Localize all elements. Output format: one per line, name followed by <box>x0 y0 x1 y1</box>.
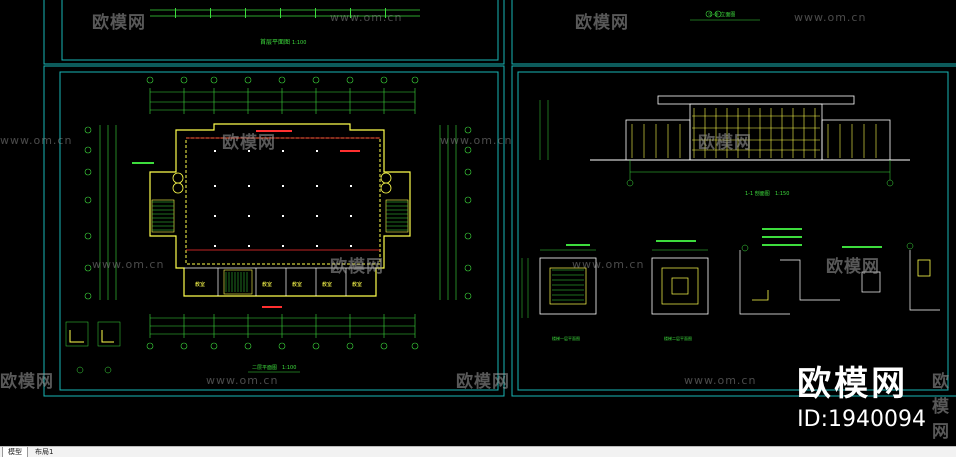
tab-layout1[interactable]: 布局1 <box>35 448 54 456</box>
floor-plan: 教室 教室 教室 教室 教室 二层平面图 1:100 <box>65 76 472 374</box>
room-label: 教室 <box>322 281 332 288</box>
elevation-title: 1-1 剖面图 <box>745 190 770 197</box>
svg-text:1:100: 1:100 <box>282 365 296 371</box>
room-label: 教室 <box>352 281 362 288</box>
cad-model-space[interactable]: 首层平面图 1:100 ①-⑨ 立面图 <box>0 0 956 446</box>
svg-text:1:150: 1:150 <box>775 191 789 197</box>
sheet-frame-plan <box>43 65 505 397</box>
room-label: 教室 <box>292 281 302 288</box>
sheet-frame-details <box>511 65 956 397</box>
sheet-frame-top-right <box>511 0 956 65</box>
svg-text:1:100: 1:100 <box>292 40 306 46</box>
model-id: ID:1940094 <box>797 407 926 432</box>
elevation: 1-1 剖面图 1:150 <box>539 95 910 197</box>
sheet-frames <box>43 0 956 397</box>
plan-title: 二层平面图 <box>252 365 277 371</box>
top-left-title: 首层平面图 <box>260 38 290 46</box>
layout-tab-bar: 模型 布局1 <box>0 446 956 457</box>
brand-name: 欧模网 <box>797 364 909 404</box>
stair-b-title: 楼梯二层平面图 <box>664 335 692 341</box>
brand-badge: 欧模网 ID:1940094 <box>797 356 926 432</box>
room-label: 教室 <box>195 281 205 288</box>
stair-a-title: 楼梯一层平面图 <box>552 335 580 341</box>
tab-model[interactable]: 模型 <box>2 447 28 457</box>
room-label: 教室 <box>262 281 272 288</box>
stair-details: 楼梯一层平面图 楼梯二层平面图 <box>521 228 940 341</box>
top-right-title: ①-⑨ 立面图 <box>708 11 735 18</box>
sheet-frame-top-left <box>43 0 505 65</box>
